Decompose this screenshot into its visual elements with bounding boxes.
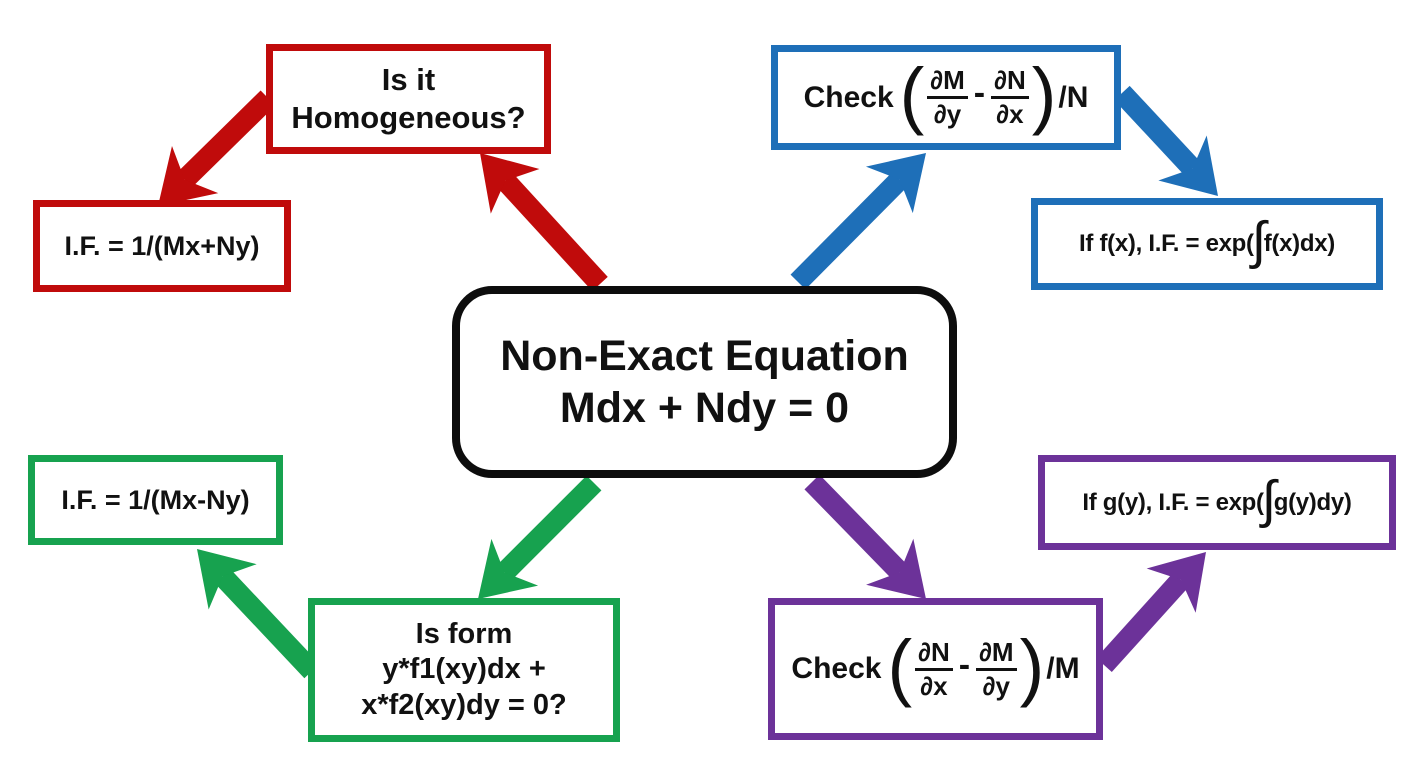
check-purple-prefix: Check (791, 652, 882, 685)
integral-icon: ∫ (1261, 470, 1276, 529)
arrow-center-to-check-purple (804, 474, 926, 599)
homogeneous-line1: Is it (381, 62, 436, 98)
check-purple-lparen: ( (887, 624, 913, 708)
node-is-it-homogeneous-text: Is it Homogeneous? (291, 61, 525, 137)
check-blue-tail: /N (1058, 80, 1089, 114)
arrow-center-to-homogeneous (480, 153, 608, 292)
if-purple-post: g(y)dy) (1273, 488, 1352, 516)
check-purple-minus: - (958, 645, 971, 684)
arrow-check-blue-to-if-blue (1114, 85, 1218, 196)
form-line3: x*f2(xy)dy = 0? (361, 688, 567, 721)
arrow-center-to-check-blue (790, 153, 926, 290)
center-line1: Non-Exact Equation (500, 331, 909, 380)
if-blue-pre: If f(x), I.F. = exp( (1079, 230, 1254, 257)
check-blue-rparen: ) (1031, 53, 1057, 137)
if-purple-text: If g(y), I.F. = exp(∫g(y)dy) (1082, 474, 1352, 526)
check-purple-rparen: ) (1019, 624, 1045, 708)
check-blue-lparen: ( (899, 53, 925, 137)
check-blue-frac2-bot: ∂x (996, 99, 1024, 129)
node-if-red: I.F. = 1/(Mx+Ny) (33, 200, 291, 292)
center-line2: Mdx + Ndy = 0 (559, 384, 850, 432)
homogeneous-line2: Homogeneous? (291, 100, 526, 135)
check-blue-frac2-top: ∂N (991, 66, 1029, 99)
check-purple-frac1-bot: ∂x (920, 670, 948, 701)
form-green-text: Is form y*f1(xy)dx + x*f2(xy)dy = 0? (361, 617, 567, 723)
check-purple-frac2-top: ∂M (976, 638, 1017, 671)
if-blue-post: f(x)dx) (1263, 230, 1336, 257)
check-purple-frac1-top: ∂N (915, 638, 953, 671)
if-purple-pre: If g(y), I.F. = exp( (1082, 488, 1264, 516)
center-equation-text: Non-Exact Equation Mdx + Ndy = 0 (500, 330, 909, 435)
arrow-center-to-form-green (478, 475, 602, 599)
check-blue-frac2: ∂N ∂x (991, 66, 1029, 128)
node-if-purple: If g(y), I.F. = exp(∫g(y)dy) (1038, 455, 1396, 550)
check-blue-prefix: Check (803, 80, 894, 114)
check-blue-expression: Check ( ∂M ∂y - ∂N ∂x ) /N (803, 53, 1089, 137)
if-green-text: I.F. = 1/(Mx-Ny) (61, 484, 250, 515)
check-blue-frac1-bot: ∂y (933, 99, 962, 129)
check-purple-frac2-bot: ∂y (982, 670, 1010, 701)
arrow-homogeneous-to-if-red (158, 90, 276, 206)
node-form-green: Is form y*f1(xy)dx + x*f2(xy)dy = 0? (308, 598, 620, 742)
node-center-equation: Non-Exact Equation Mdx + Ndy = 0 (452, 286, 957, 478)
node-is-it-homogeneous: Is it Homogeneous? (266, 44, 551, 154)
check-purple-expression: Check ( ∂N ∂x - ∂M ∂y ) /M (791, 624, 1080, 708)
if-red-text: I.F. = 1/(Mx+Ny) (64, 230, 260, 261)
check-blue-frac1: ∂M ∂y (927, 66, 968, 128)
check-blue-minus: - (973, 74, 986, 112)
check-purple-frac2: ∂M ∂y (976, 638, 1017, 700)
node-if-blue: If f(x), I.F. = exp(∫f(x)dx) (1031, 198, 1383, 290)
check-purple-tail: /M (1046, 652, 1080, 685)
form-line1: Is form (415, 617, 513, 650)
integral-icon: ∫ (1251, 212, 1266, 270)
check-purple-frac1: ∂N ∂x (915, 638, 953, 700)
arrow-form-green-to-if-green (197, 549, 320, 679)
check-blue-frac1-top: ∂M (927, 66, 968, 99)
node-if-green: I.F. = 1/(Mx-Ny) (28, 455, 283, 545)
form-line2: y*f1(xy)dx + (382, 653, 546, 686)
node-check-purple: Check ( ∂N ∂x - ∂M ∂y ) /M (768, 598, 1103, 740)
if-blue-text: If f(x), I.F. = exp(∫f(x)dx) (1079, 215, 1336, 267)
arrow-check-purple-to-if-purple (1096, 552, 1206, 673)
node-check-blue: Check ( ∂M ∂y - ∂N ∂x ) /N (771, 45, 1121, 150)
